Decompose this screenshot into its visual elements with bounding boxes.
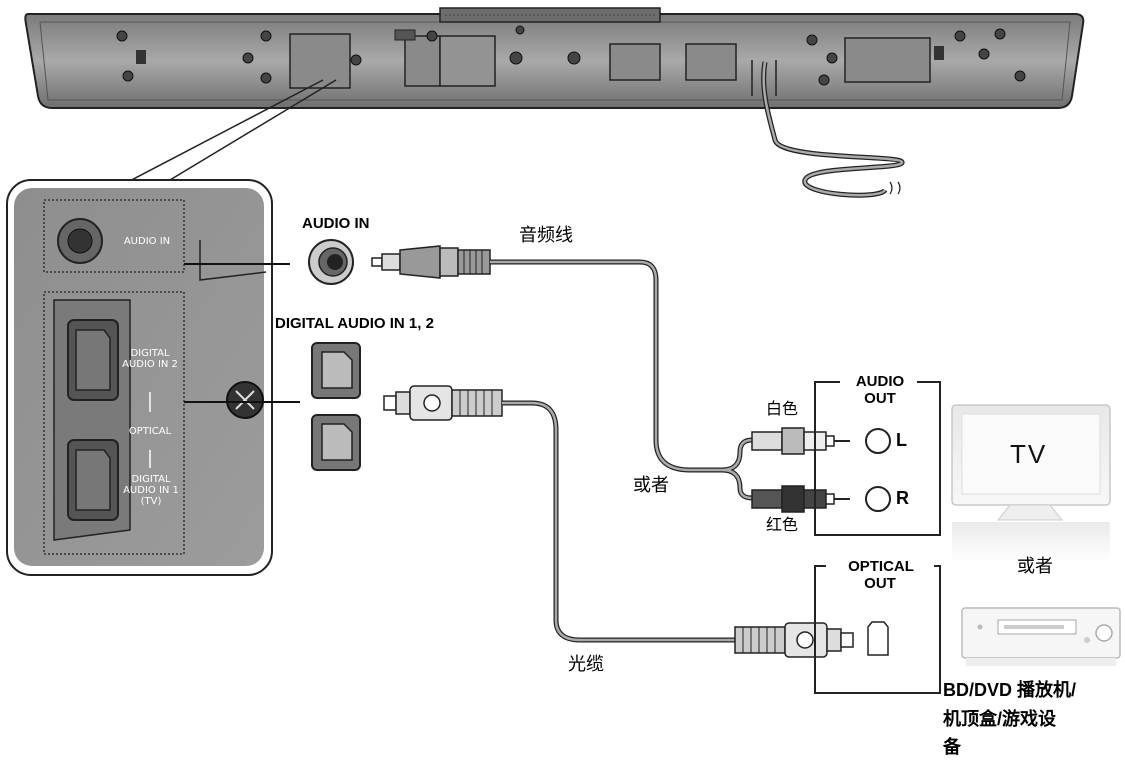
player-label-line3: 备	[943, 737, 961, 757]
inset-digital-audio-in-2-label: DIGITAL AUDIO IN 2	[122, 348, 178, 370]
digital-audio-in-port-label: DIGITAL AUDIO IN 1, 2	[275, 315, 434, 332]
rca-plug-red	[751, 485, 850, 513]
rca-plug-white	[751, 427, 850, 455]
zoom-line-right	[159, 79, 337, 187]
or-label-devices: 或者	[1017, 556, 1053, 576]
digital-audio-in-ports	[311, 342, 361, 471]
audio-cable	[490, 259, 753, 501]
player-label-line2: 机顶盒/游戏设	[943, 709, 1057, 729]
tv-icon	[951, 404, 1111, 562]
audio-out-box	[814, 381, 941, 536]
optical-cable-label: 光缆	[568, 654, 604, 674]
audio-out-title-line1: AUDIO	[843, 373, 917, 391]
white-plug-label: 白色	[766, 401, 799, 418]
inset-audio-in-label: AUDIO IN	[123, 236, 171, 247]
audio-cable-label: 音频线	[519, 225, 573, 245]
inset-panel	[6, 179, 300, 576]
tv-label: TV	[1010, 439, 1048, 469]
bd-dvd-player-icon	[961, 607, 1121, 666]
optical-cable	[502, 400, 735, 643]
inset-optical-label: OPTICAL	[128, 426, 172, 437]
optical-out-title-line1: OPTICAL	[828, 558, 934, 576]
right-channel-label: R	[896, 488, 909, 508]
zoom-line-left	[119, 79, 324, 187]
audio-out-title-line2: OUT	[850, 390, 910, 408]
or-label-middle: 或者	[633, 475, 669, 495]
inset-digital-audio-in-1-label: DIGITAL AUDIO IN 1 (TV)	[123, 474, 179, 507]
soundbar	[24, 7, 1085, 198]
mini-jack-plug	[371, 245, 491, 279]
optical-out-title-line2: OUT	[850, 575, 910, 593]
optical-plug-device-side	[734, 622, 854, 658]
audio-in-port-label: AUDIO IN	[302, 215, 370, 232]
left-channel-label: L	[896, 430, 907, 450]
player-label-line1: BD/DVD 播放机/	[943, 680, 1077, 700]
audio-in-jack	[308, 239, 354, 285]
optical-out-box	[814, 565, 941, 694]
red-plug-label: 红色	[766, 517, 799, 534]
optical-plug-soundbar-side	[383, 385, 503, 421]
